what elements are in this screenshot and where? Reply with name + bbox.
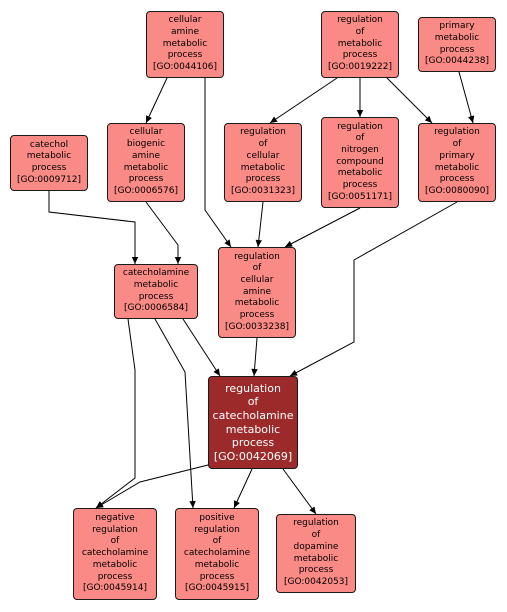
node-go-0006584[interactable]: catecholamine metabolic process [GO:0006… [114, 264, 198, 319]
node-go-0042069[interactable]: regulation of catecholamine metabolic pr… [208, 376, 298, 469]
node-go-0044106[interactable]: cellular amine metabolic process [GO:004… [146, 11, 224, 78]
node-go-0045914[interactable]: negative regulation of catecholamine met… [73, 508, 157, 600]
edge-go-0006584-to-go-0045914 [95, 318, 136, 509]
edge-go-0019222-to-go-0031323 [269, 77, 338, 124]
edge-go-0019222-to-go-0051171-arrowhead [356, 110, 364, 117]
edge-go-0042069-to-go-0045914 [95, 464, 209, 509]
edge-go-0042069-to-go-0042053-arrowhead [309, 506, 316, 514]
edge-go-0006584-to-go-0045915-arrowhead [189, 500, 196, 508]
node-go-0019222[interactable]: regulation of metabolic process [GO:0019… [321, 11, 399, 78]
edge-go-0019222-to-go-0080090-arrowhead [424, 115, 432, 123]
edge-go-0006584-to-go-0045915 [154, 318, 194, 509]
edge-go-0031323-to-go-0033238 [257, 201, 264, 248]
node-go-0006576[interactable]: cellular biogenic amine metabolic proces… [107, 123, 185, 202]
edge-go-0051171-to-go-0033238-arrowhead [285, 240, 293, 247]
edge-go-0006576-to-go-0006584-arrowhead [174, 257, 182, 264]
node-go-0031323[interactable]: regulation of cellular metabolic process… [224, 123, 302, 202]
edge-go-0031323-to-go-0033238-arrowhead [255, 239, 262, 247]
edge-go-0044238-to-go-0080090-arrowhead [468, 115, 475, 123]
edge-go-0009712-to-go-0006584 [48, 191, 136, 264]
edge-go-0044106-to-go-0033238 [204, 78, 232, 248]
edge-go-0044238-to-go-0080090 [458, 71, 474, 124]
edge-go-0009712-to-go-0006584-arrowhead [131, 257, 139, 264]
edge-go-0019222-to-go-0080090 [386, 77, 433, 124]
edge-go-0042069-to-go-0042053 [282, 468, 317, 515]
edge-go-0080090-to-go-0042069-arrowhead [290, 369, 298, 376]
edge-go-0033238-to-go-0042069-arrowhead [251, 368, 258, 376]
edge-go-0044106-to-go-0033238-arrowhead [224, 239, 231, 247]
edge-go-0006584-to-go-0042069 [182, 318, 221, 377]
node-go-0051171[interactable]: regulation of nitrogen compound metaboli… [321, 117, 399, 208]
edge-go-0044106-to-go-0006576 [145, 77, 168, 124]
node-go-0080090[interactable]: regulation of primary metabolic process … [418, 123, 496, 202]
node-go-0044238[interactable]: primary metabolic process [GO:0044238] [418, 17, 496, 72]
edge-go-0044106-to-go-0006576-arrowhead [146, 115, 152, 123]
edge-go-0042069-to-go-0045915 [233, 468, 253, 509]
edge-go-0080090-to-go-0042069 [289, 201, 458, 377]
node-go-0042053[interactable]: regulation of dopamine metabolic process… [276, 514, 356, 593]
node-go-0033238[interactable]: regulation of cellular amine metabolic p… [218, 247, 296, 338]
edge-go-0042069-to-go-0045914-arrowhead [96, 501, 104, 508]
edge-go-0006584-to-go-0042069-arrowhead [213, 368, 220, 376]
node-go-0009712[interactable]: catechol metabolic process [GO:0009712] [10, 135, 88, 191]
node-go-0045915[interactable]: positive regulation of catecholamine met… [175, 508, 259, 600]
edge-go-0051171-to-go-0033238 [284, 207, 361, 248]
edge-go-0006576-to-go-0006584 [145, 201, 179, 264]
edge-go-0019222-to-go-0031323-arrowhead [270, 116, 278, 123]
edge-go-0042069-to-go-0045915-arrowhead [234, 500, 240, 508]
